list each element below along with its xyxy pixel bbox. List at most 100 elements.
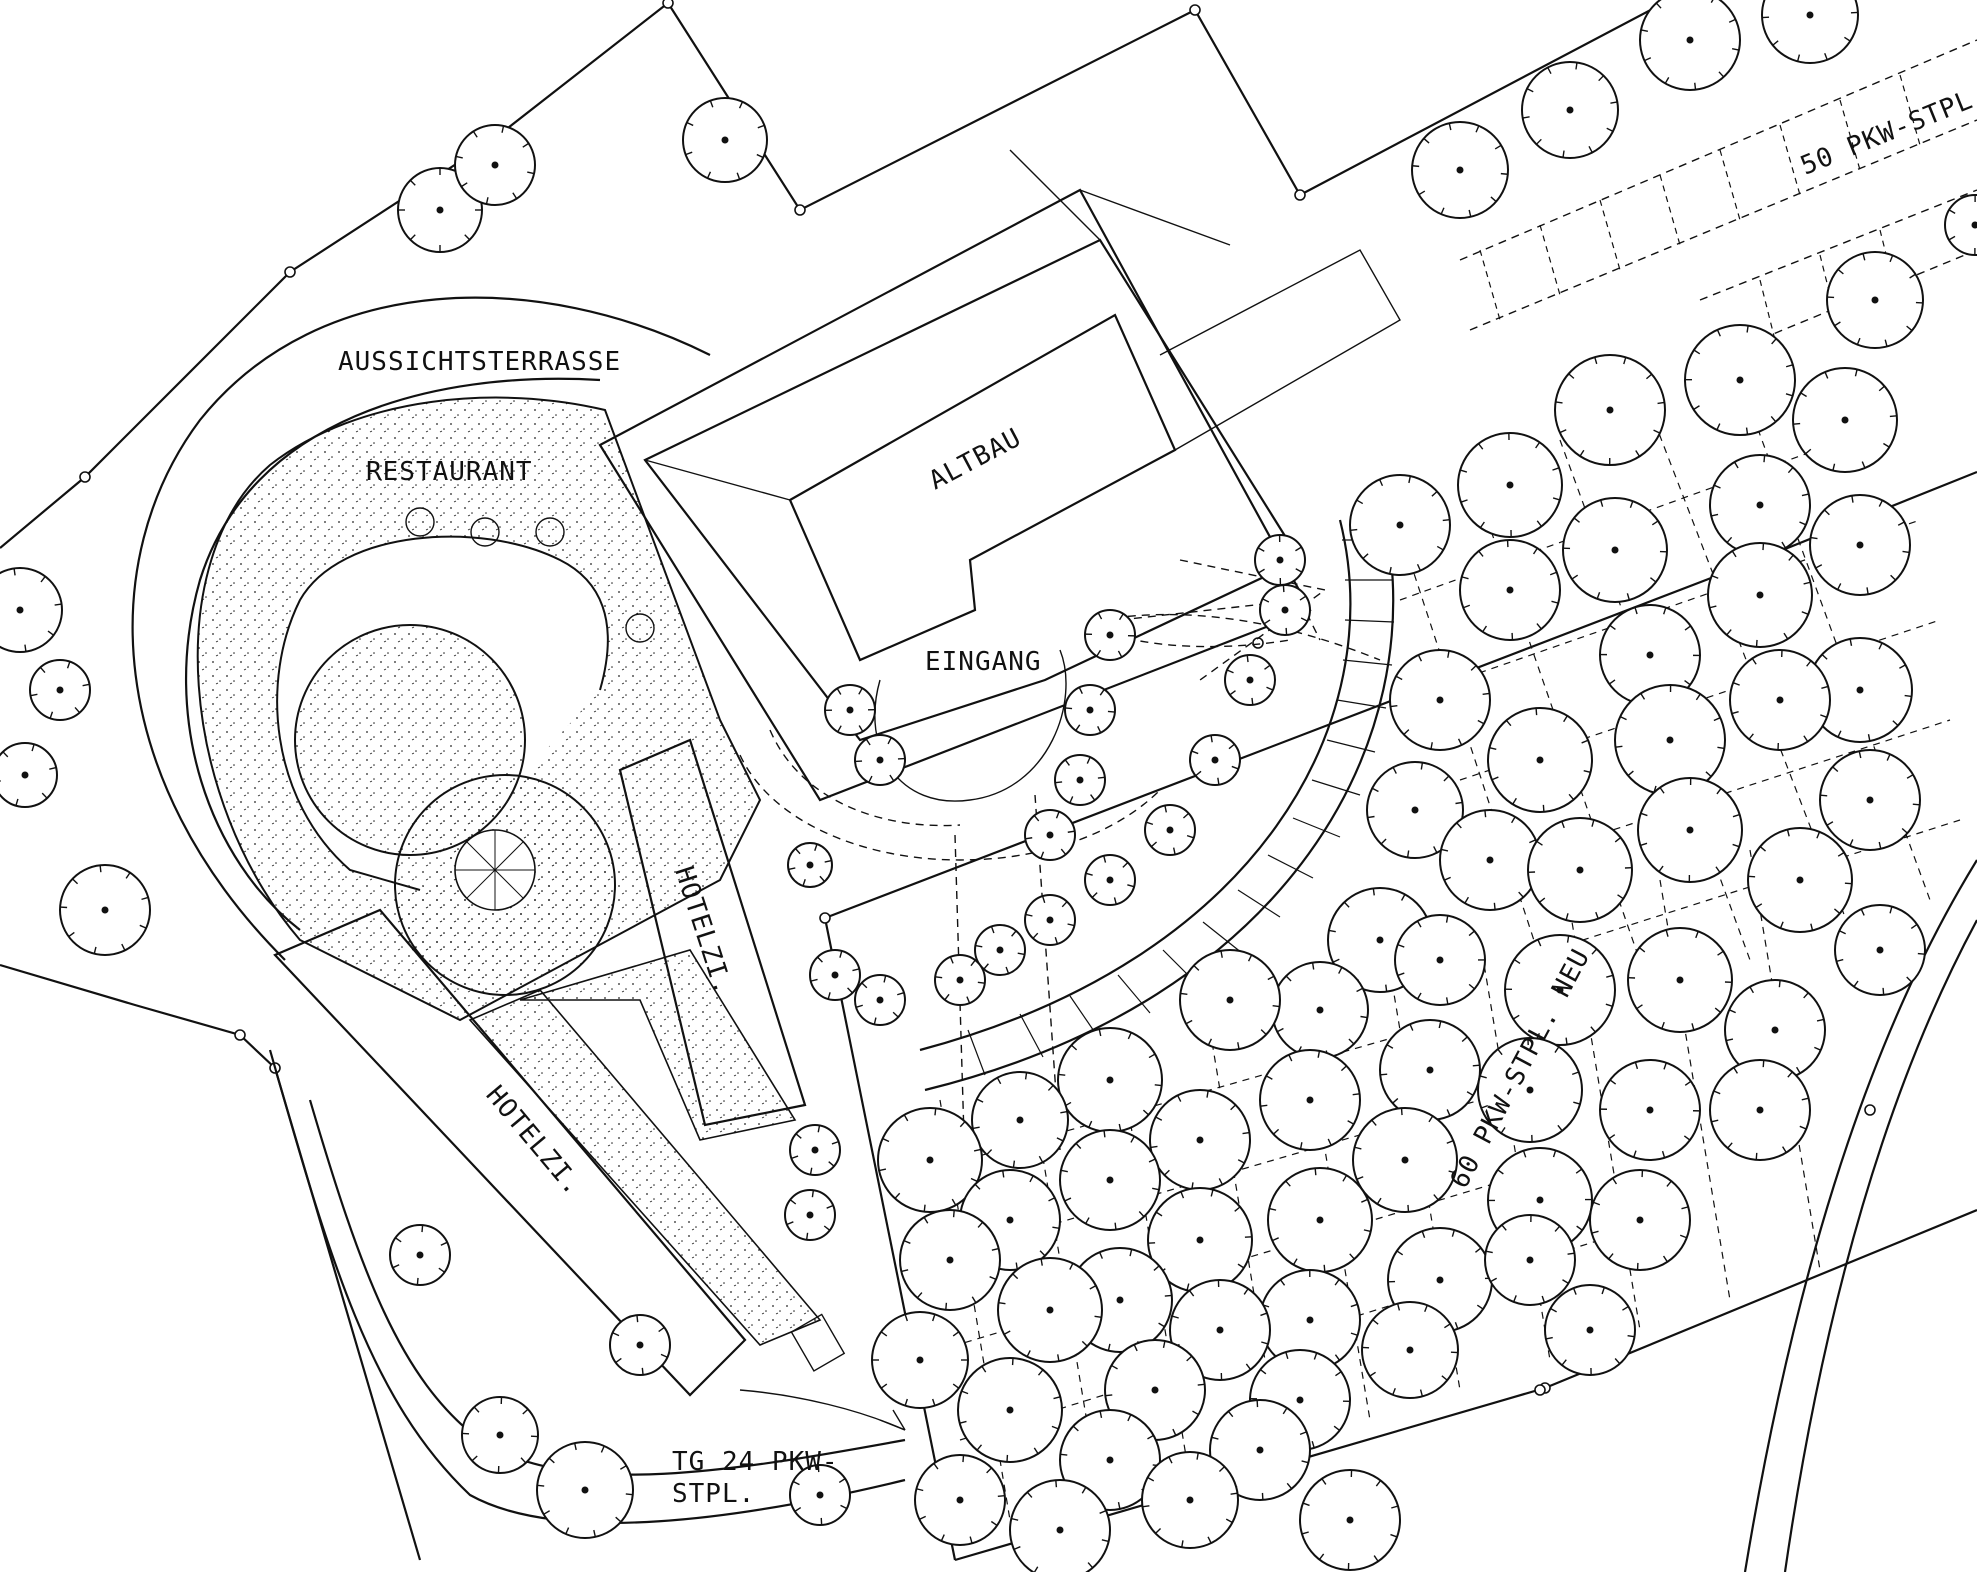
tree-trunk-dot (636, 1341, 644, 1349)
tree-canopy-notch (1634, 1061, 1639, 1070)
tree-canopy-notch (959, 1420, 967, 1424)
tree-canopy-notch (1286, 1482, 1293, 1490)
tree-trunk-dot (1526, 1086, 1534, 1094)
tree-canopy-notch (1904, 694, 1912, 698)
tree-canopy-notch (1627, 770, 1634, 777)
tree-canopy-notch (1392, 1098, 1399, 1104)
tree-trunk-dot (1106, 876, 1114, 884)
tree-canopy-notch (1878, 385, 1885, 392)
tree-canopy-notch (794, 1506, 802, 1512)
tree-canopy-notch (1762, 1060, 1765, 1068)
tree-canopy-notch (1323, 1264, 1326, 1272)
tree-canopy-notch (1150, 1145, 1158, 1149)
tree-canopy-notch (1271, 1237, 1279, 1242)
tree-canopy-notch (1579, 449, 1585, 457)
tree-canopy-notch (865, 738, 871, 746)
tree-canopy-notch (1428, 1115, 1434, 1123)
tree-canopy-notch (1536, 520, 1543, 527)
tree-trunk-dot (1151, 1386, 1159, 1394)
tree-trunk-dot (1216, 1326, 1224, 1334)
tree-canopy-notch (989, 1276, 997, 1281)
tree-canopy-notch (1594, 356, 1598, 365)
tree-canopy-notch (1820, 794, 1828, 797)
tree-canopy-notch (1661, 1021, 1665, 1029)
tree-canopy-notch (1836, 958, 1844, 963)
tree-canopy-notch (1371, 1119, 1377, 1126)
tree-trunk-dot (1536, 1196, 1544, 1204)
tree-canopy-notch (1512, 1014, 1520, 1020)
tree-canopy-notch (1047, 1084, 1054, 1091)
tree-canopy-notch (1129, 1249, 1133, 1257)
tree-canopy-notch (1728, 18, 1736, 23)
tree-canopy-notch (1154, 1084, 1162, 1087)
tree-canopy-notch (1716, 787, 1722, 795)
tree-canopy-notch (1763, 455, 1766, 463)
tree-canopy-notch (983, 963, 989, 970)
tree-canopy-notch (47, 630, 55, 636)
tree-canopy-notch (1634, 607, 1638, 615)
tree-canopy-notch (1168, 1456, 1173, 1464)
tree-canopy-notch (1605, 1003, 1613, 1007)
tree-canopy-notch (1349, 1253, 1355, 1260)
tree-canopy-notch (1806, 660, 1812, 667)
tree-canopy-notch (1562, 150, 1565, 158)
tree-canopy-notch (1501, 1224, 1507, 1231)
tree-canopy-notch (1171, 1315, 1179, 1319)
tree-canopy-notch (1853, 980, 1859, 988)
tree-trunk-dot (1106, 1176, 1114, 1184)
tree-canopy-notch (1485, 1250, 1493, 1254)
tree-trunk-dot (1506, 481, 1514, 489)
tree-canopy-notch (1591, 819, 1595, 827)
tree-trunk-dot (1046, 1306, 1054, 1314)
tree-trunk-dot (1226, 996, 1234, 1004)
tree-canopy-notch (949, 956, 954, 964)
tree-canopy-notch (1230, 1104, 1237, 1111)
tree-canopy-notch (1403, 729, 1410, 735)
tree-canopy-notch (1085, 872, 1093, 876)
tree-canopy-notch (1417, 654, 1423, 662)
tree-trunk-dot (831, 971, 839, 979)
tree-canopy-notch (1397, 972, 1405, 977)
tree-canopy-notch (1186, 1355, 1193, 1362)
tree-trunk-dot (1736, 376, 1744, 384)
tree-canopy-notch (1679, 1234, 1687, 1239)
tree-canopy-notch (1441, 1375, 1448, 1381)
tree-canopy-notch (1600, 499, 1604, 507)
tree-canopy-notch (1466, 1091, 1474, 1096)
tree-trunk-dot (1006, 1406, 1014, 1414)
tree-canopy-notch (1731, 710, 1739, 715)
tree-canopy-notch (1694, 82, 1697, 90)
tree-canopy-notch (1858, 751, 1862, 759)
tree-canopy-notch (139, 924, 147, 929)
tree-canopy-notch (1097, 776, 1105, 779)
tree-canopy-notch (1055, 781, 1063, 784)
tree-canopy-notch (1105, 1394, 1113, 1397)
tree-canopy-notch (1559, 429, 1567, 434)
tree-canopy-notch (1011, 930, 1017, 937)
tree-canopy-notch (998, 1301, 1006, 1305)
tree-trunk-dot (1401, 1156, 1409, 1164)
tree-canopy-notch (1608, 1253, 1614, 1260)
tree-canopy-notch (1378, 479, 1384, 487)
tree-canopy-notch (1327, 1138, 1332, 1146)
tree-canopy-notch (1150, 841, 1158, 848)
tree-canopy-notch (1447, 650, 1450, 658)
tree-canopy-notch (1118, 1123, 1122, 1132)
label-garage-line2: STPL. (672, 1479, 755, 1509)
tree-canopy-notch (1099, 1410, 1103, 1418)
tree-canopy-notch (1226, 669, 1234, 674)
tree-canopy-notch (1593, 1201, 1601, 1206)
tree-canopy-notch (1456, 822, 1462, 829)
tree-canopy-notch (1321, 1478, 1327, 1485)
tree-canopy-notch (1058, 1073, 1066, 1076)
tree-canopy-notch (1037, 1369, 1044, 1376)
tree-canopy-notch (1408, 475, 1412, 484)
tree-canopy-notch (1562, 1279, 1569, 1284)
tree-canopy-notch (1056, 1137, 1064, 1142)
tree-canopy-notch (2, 751, 9, 758)
tree-canopy-notch (1343, 901, 1350, 908)
tree-canopy-notch (1575, 62, 1578, 70)
tree-canopy-notch (786, 1221, 794, 1226)
tree-trunk-dot (1346, 1516, 1354, 1524)
tree-canopy-notch (1388, 566, 1392, 575)
